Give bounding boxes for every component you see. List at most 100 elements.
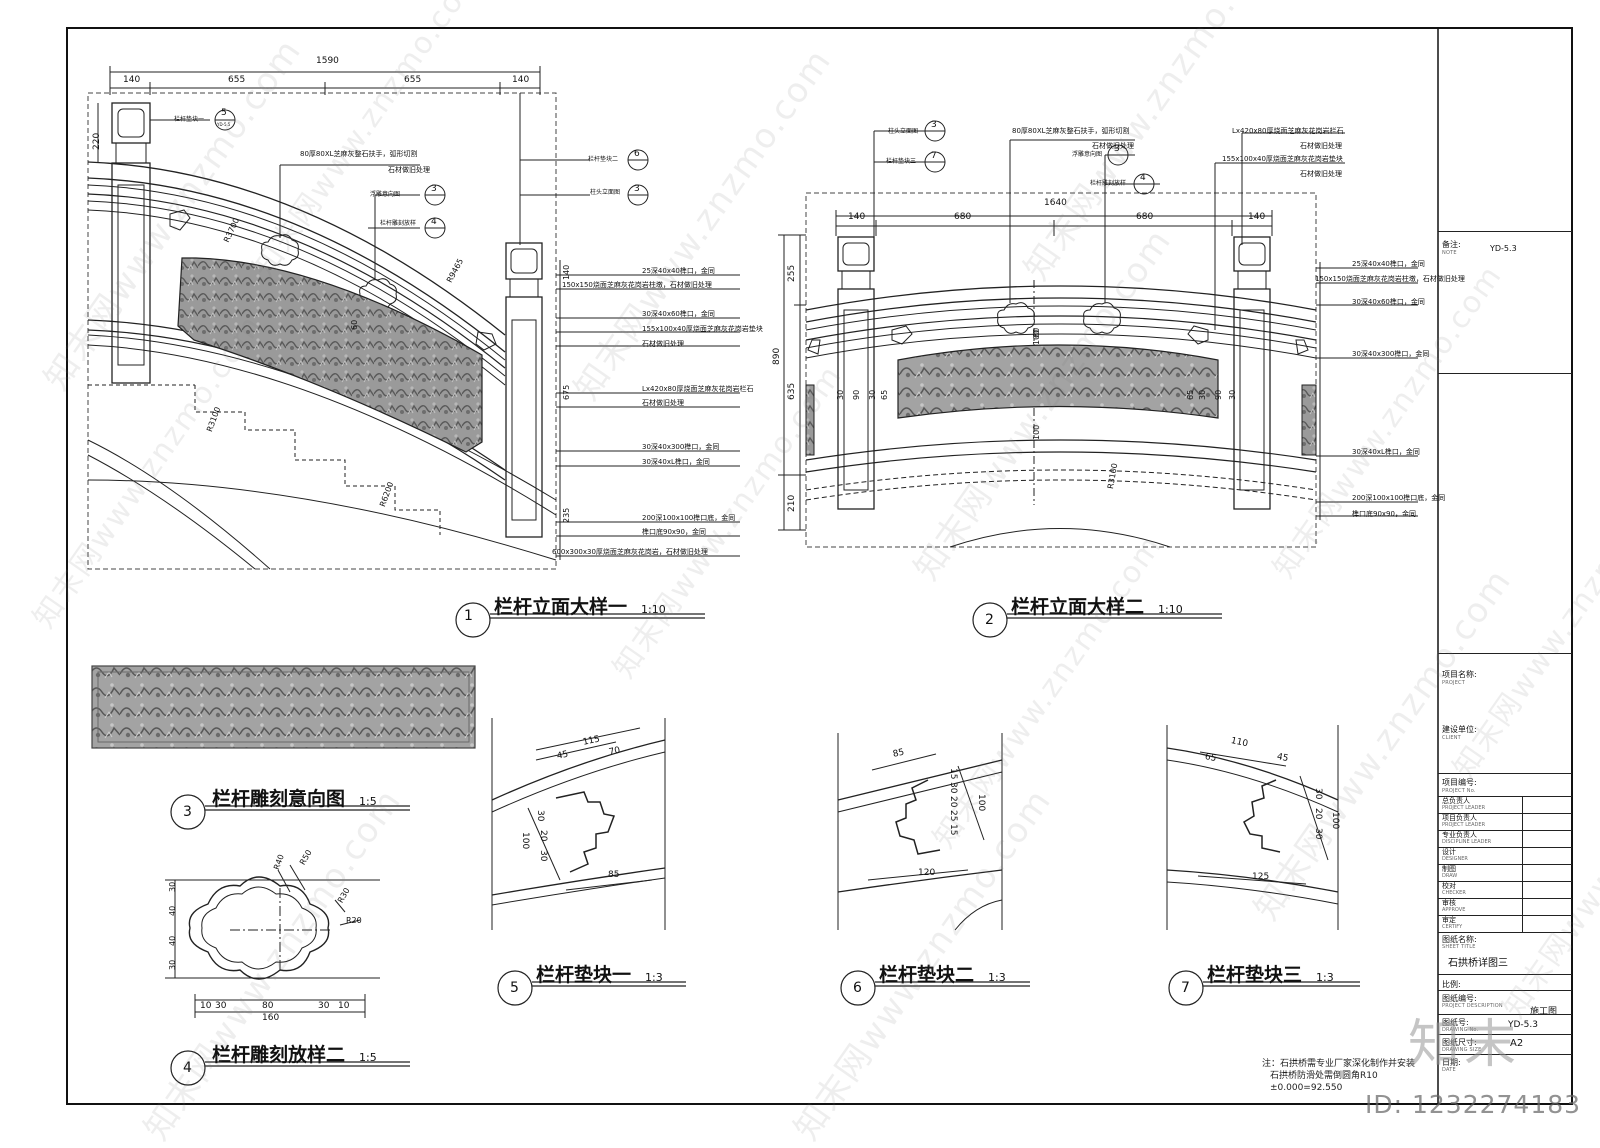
ref-num: 3 (1114, 144, 1120, 154)
dim-label: 30 (168, 959, 177, 970)
project-no-label: 项目编号: (1442, 778, 1477, 787)
dim-label: 65 (880, 389, 889, 400)
dim-label: 10 (338, 1001, 350, 1011)
watermark-id: ID: 1232274183 (1365, 1090, 1582, 1119)
callout: 155x100x40厚烧面芝麻灰花岗岩垫块 (1222, 155, 1343, 163)
callout: 30深40x60榫口，金同 (642, 310, 715, 318)
callout: Lx420x80厚烧面芝麻灰花岗岩栏石 (1232, 127, 1344, 135)
ref-label: 栏杆垫块一 (174, 116, 205, 123)
size-sub: DRAWING SIZE (1442, 1047, 1482, 1053)
ratio-label: 比例: (1442, 980, 1461, 989)
role-label: 审核 (1442, 899, 1456, 907)
dim-label: 140 (1248, 212, 1266, 222)
dim-label: 160 (262, 1013, 280, 1023)
dim-label: 40 (168, 905, 177, 916)
ref-num: 6 (634, 149, 640, 159)
dim-label: 45 (1275, 752, 1290, 765)
dim-label: 30 (538, 850, 548, 862)
dim-label: 30 (836, 389, 845, 400)
dim-label: 30 (1228, 389, 1237, 400)
relief-panel-1 (177, 257, 483, 453)
ref-label: 栏杆雕刻放样 (380, 220, 417, 227)
dim-label: 140 (512, 75, 530, 85)
dim-label: 90 (1214, 389, 1223, 400)
dim-label: 15 (948, 824, 958, 836)
role-sub: DRAW (1442, 873, 1458, 879)
callout: 155x100x40厚烧面芝麻灰花岗岩垫块 (642, 325, 763, 333)
ref-sheet: YD-5.3 (1490, 244, 1517, 253)
ref-label: 浮雕意向图 (1072, 151, 1103, 158)
dim-label: R20 (346, 916, 362, 925)
dim-label: 100 (976, 794, 986, 812)
date-sub: DATE (1442, 1067, 1456, 1073)
pad-detail-1 (491, 718, 666, 930)
dim-label: 30 (948, 782, 958, 794)
dim-label: 100 (1032, 424, 1041, 440)
role-label: 审定 (1442, 916, 1456, 924)
callout: 榫口底90x90，金同 (1352, 510, 1416, 518)
callout: 石材做旧处理 (388, 166, 430, 174)
dim-label: 220 (92, 132, 102, 150)
carve-detail (165, 864, 380, 1018)
dim-label: 30 (868, 389, 877, 400)
callout: 石材做旧处理 (642, 399, 684, 407)
dim-label: 140 (848, 212, 866, 222)
dim-label: 20 (538, 830, 548, 842)
pad-detail-2 (837, 733, 1003, 931)
drawing-title-5-num: 5 (510, 980, 519, 996)
ref-label: 栏杆垫块二 (588, 156, 619, 163)
client-sub: CLIENT (1442, 735, 1461, 741)
dim-label: 90 (852, 389, 861, 400)
elevation-2 (778, 120, 1418, 548)
general-note-1: 注：石拱桥需专业厂家深化制作并安装 (1262, 1059, 1416, 1069)
callout: 石材做旧处理 (1092, 142, 1134, 150)
dim-label: 30 (1313, 828, 1323, 840)
dim-label: 140 (562, 264, 571, 280)
dim-label: 100 (1330, 812, 1340, 830)
phase-value: 施工图 (1530, 1007, 1558, 1017)
callout: 30深40xL榫口，金同 (642, 458, 710, 466)
callout: 150x150烧面芝麻灰花岗岩柱墩，石材做旧处理 (1315, 275, 1465, 283)
dim-label: 635 (787, 382, 797, 400)
dim-label: 30 (1198, 389, 1207, 400)
dim-label: 675 (562, 384, 571, 400)
dim-label: 30 (1313, 788, 1323, 800)
callout: 30深40x60榫口，金同 (1352, 298, 1425, 306)
desc-sub: PROJECT DESCRIPTION (1442, 1003, 1503, 1009)
desc-label: 图纸编号: (1442, 994, 1477, 1003)
role-sub: APPROVE (1442, 907, 1466, 913)
note-sub: NOTE (1442, 250, 1457, 256)
size-value: A2 (1510, 1038, 1524, 1049)
ref-label: 柱头立面图 (888, 128, 919, 135)
client-label: 建设单位: (1442, 725, 1477, 734)
project-no-sub: PROJECT No. (1442, 788, 1476, 794)
drawing-title-6-num: 6 (853, 980, 862, 996)
sheet-title-sub: SHEET TITLE (1442, 944, 1476, 950)
drawing-no-sub: DRAWING No. (1442, 1027, 1479, 1033)
role-label: 总负责人 (1442, 797, 1470, 805)
dim-label: 65 (1186, 389, 1195, 400)
callout: 25深40x40榫口，金同 (642, 267, 715, 275)
dim-label: 1640 (1044, 198, 1067, 208)
callout: 石材做旧处理 (1300, 170, 1342, 178)
title-circles (170, 602, 1360, 1086)
dim-label: 255 (787, 264, 797, 282)
dim-label: 80 (262, 1001, 274, 1011)
sheet-title-label: 图纸名称: (1442, 935, 1477, 944)
dim-label: 210 (787, 494, 797, 512)
role-label: 设计 (1442, 848, 1456, 856)
size-label: 图纸尺寸: (1442, 1038, 1477, 1047)
ref-num: 7 (931, 151, 937, 161)
callout: 30深40x300榫口，金同 (642, 443, 720, 451)
dim-label: 140 (123, 75, 141, 85)
ref-sheet: YD-5.5 (217, 122, 231, 127)
dim-label: 1590 (316, 56, 339, 66)
dim-label: 30 (215, 1001, 227, 1011)
dim-label: 120 (918, 868, 936, 878)
role-sub: CHECKER (1442, 890, 1466, 896)
